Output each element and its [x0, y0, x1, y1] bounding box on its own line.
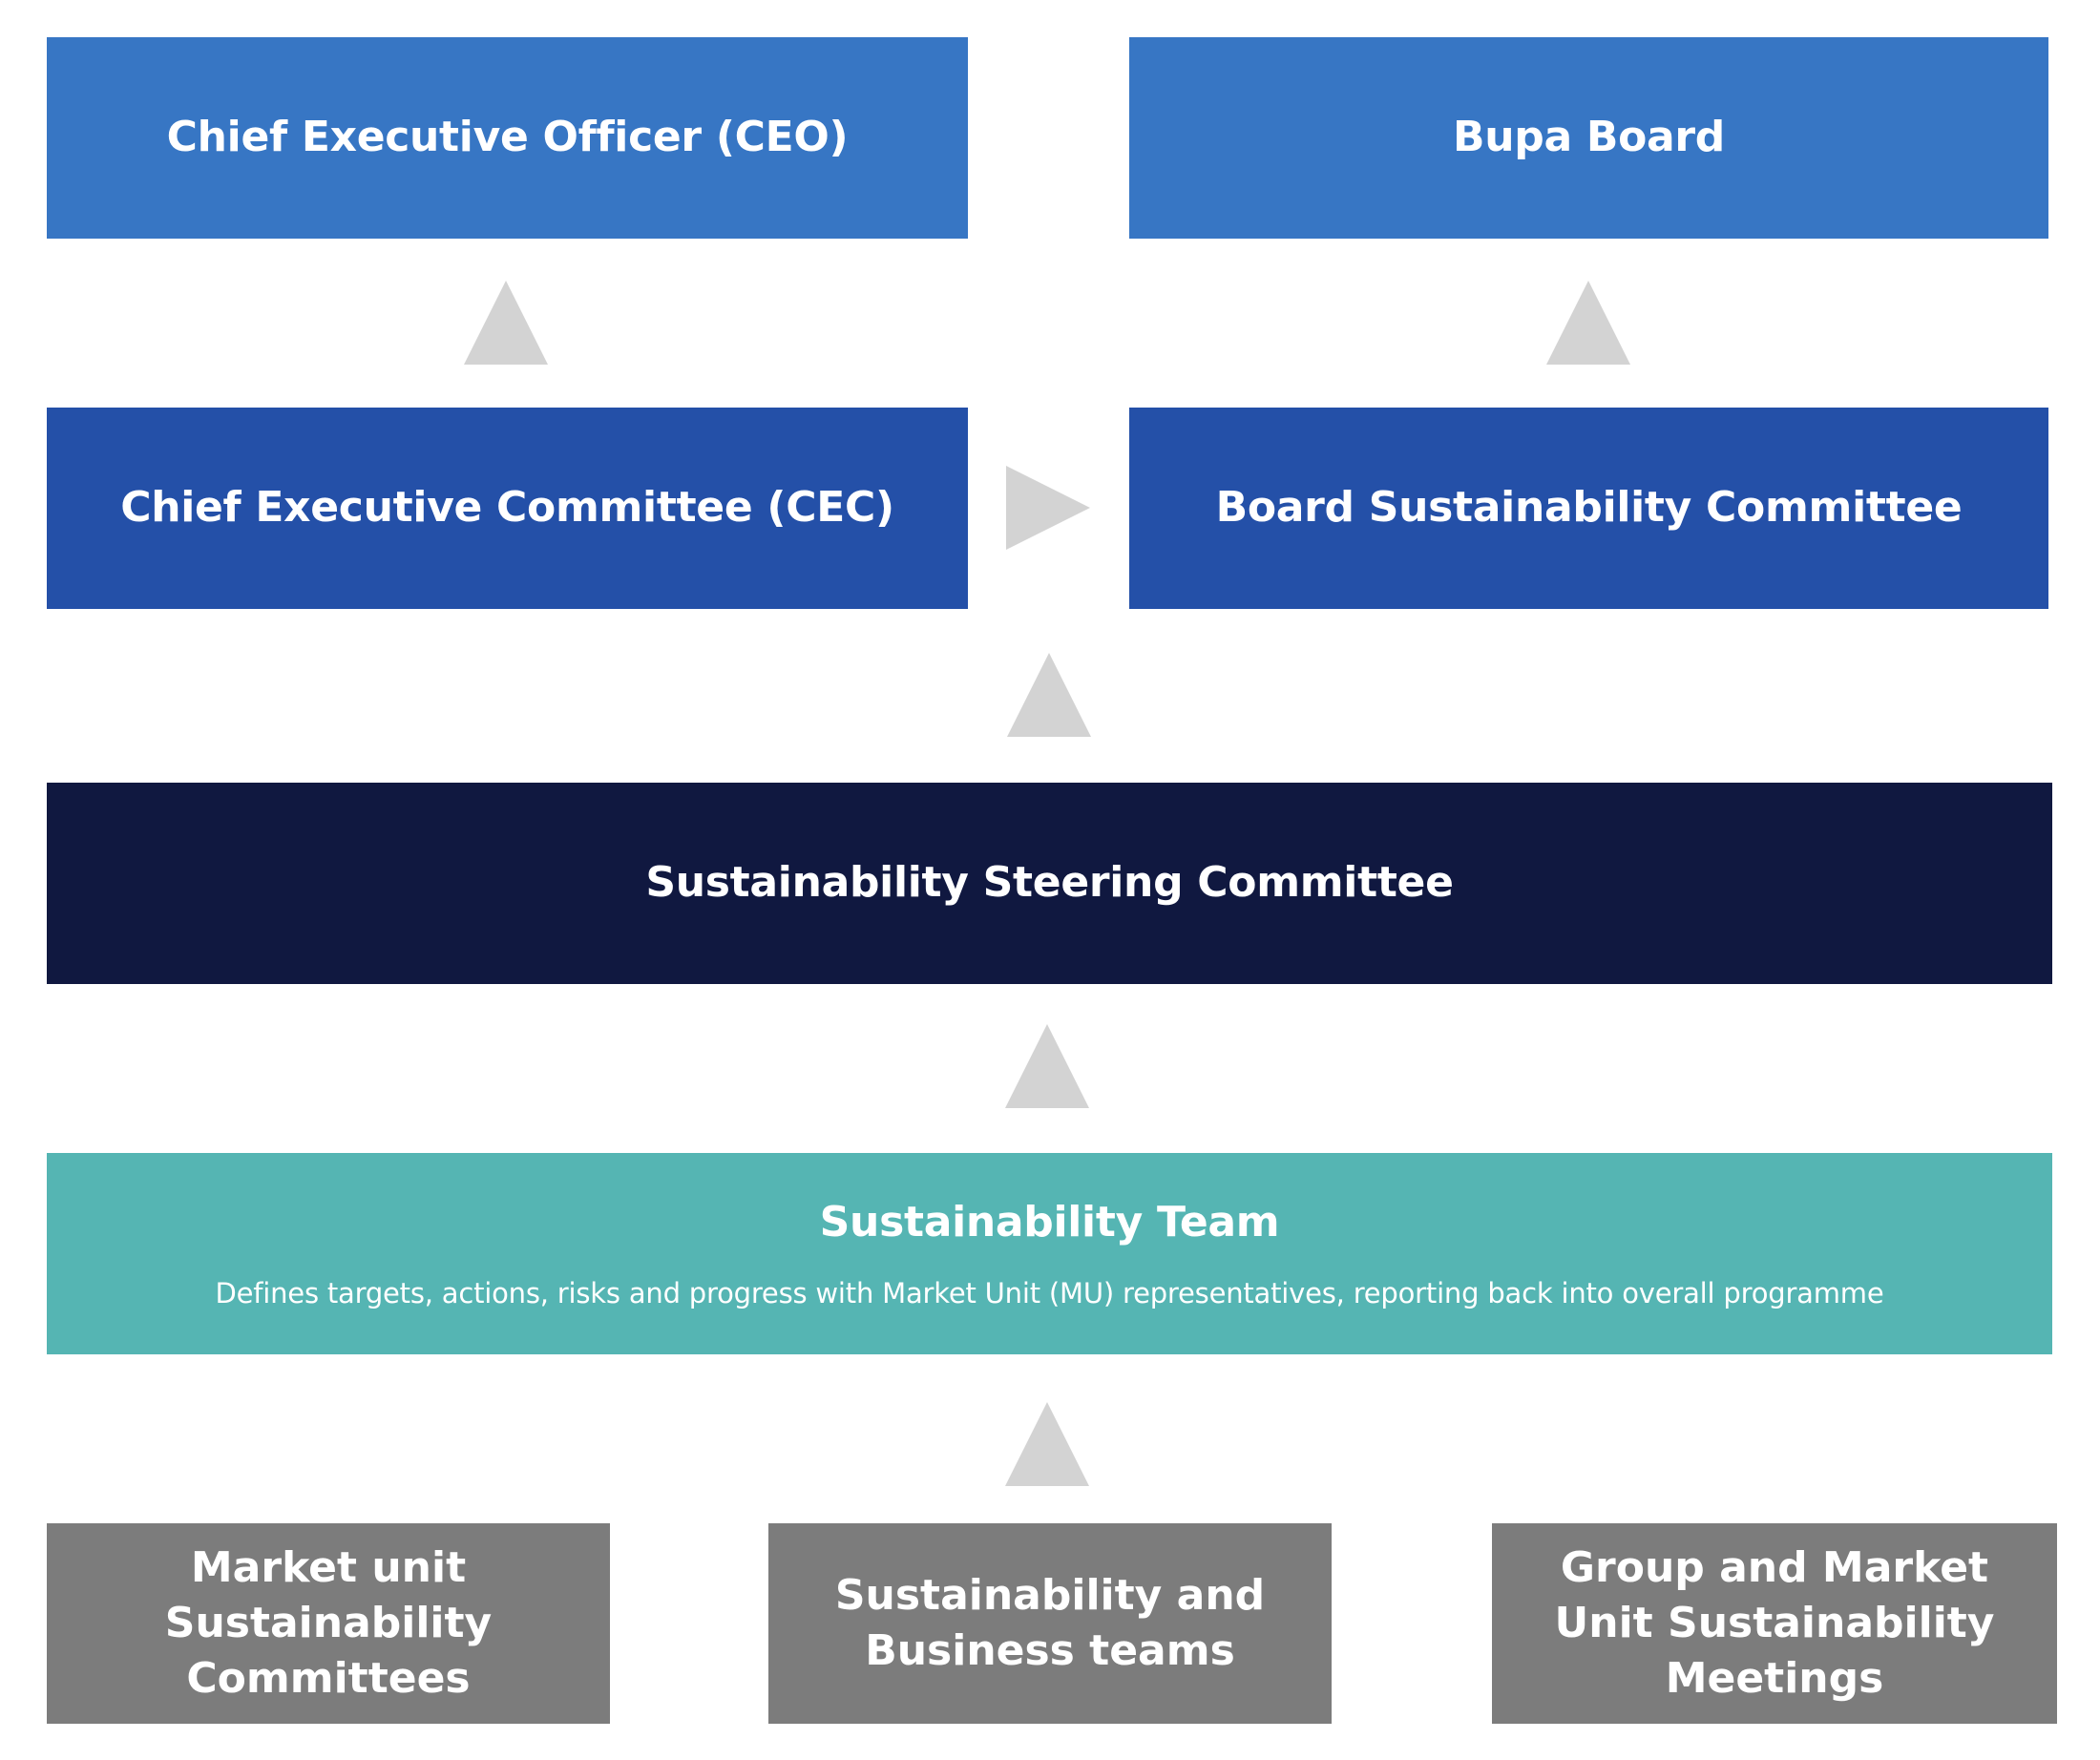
market-unit-committees-box: Market unit Sustainability Committees [47, 1523, 610, 1724]
sustainability-team-description: Defines targets, actions, risks and prog… [215, 1276, 1884, 1310]
sustainability-team-title: Sustainability Team [819, 1198, 1280, 1247]
arrow-up-icon [1007, 653, 1091, 737]
bupa-board-label: Bupa Board [1452, 113, 1726, 162]
group-mu-meetings-box: Group and Market Unit Sustainability Mee… [1492, 1523, 2057, 1724]
arrow-up-icon [464, 281, 548, 365]
sustainability-team-box: Sustainability Team Defines targets, act… [47, 1153, 2052, 1354]
sustainability-business-teams-label: Sustainability and Business teams [834, 1571, 1266, 1675]
group-mu-meetings-label: Group and Market Unit Sustainability Mee… [1554, 1543, 1995, 1703]
arrow-up-icon [1546, 281, 1630, 365]
ceo-box: Chief Executive Officer (CEO) [47, 37, 968, 239]
bupa-board-box: Bupa Board [1129, 37, 2048, 239]
arrow-right-icon [1006, 466, 1090, 550]
arrow-up-icon [1005, 1402, 1089, 1486]
board-sustainability-committee-box: Board Sustainability Committee [1129, 408, 2048, 609]
sustainability-business-teams-box: Sustainability and Business teams [768, 1523, 1332, 1724]
market-unit-committees-label: Market unit Sustainability Committees [164, 1543, 493, 1703]
ceo-label: Chief Executive Officer (CEO) [166, 113, 849, 162]
steering-committee-box: Sustainability Steering Committee [47, 783, 2052, 984]
arrow-up-icon [1005, 1024, 1089, 1108]
steering-committee-label: Sustainability Steering Committee [645, 858, 1454, 908]
cec-label: Chief Executive Committee (CEC) [120, 483, 894, 533]
cec-box: Chief Executive Committee (CEC) [47, 408, 968, 609]
board-sustainability-committee-label: Board Sustainability Committee [1215, 483, 1963, 533]
